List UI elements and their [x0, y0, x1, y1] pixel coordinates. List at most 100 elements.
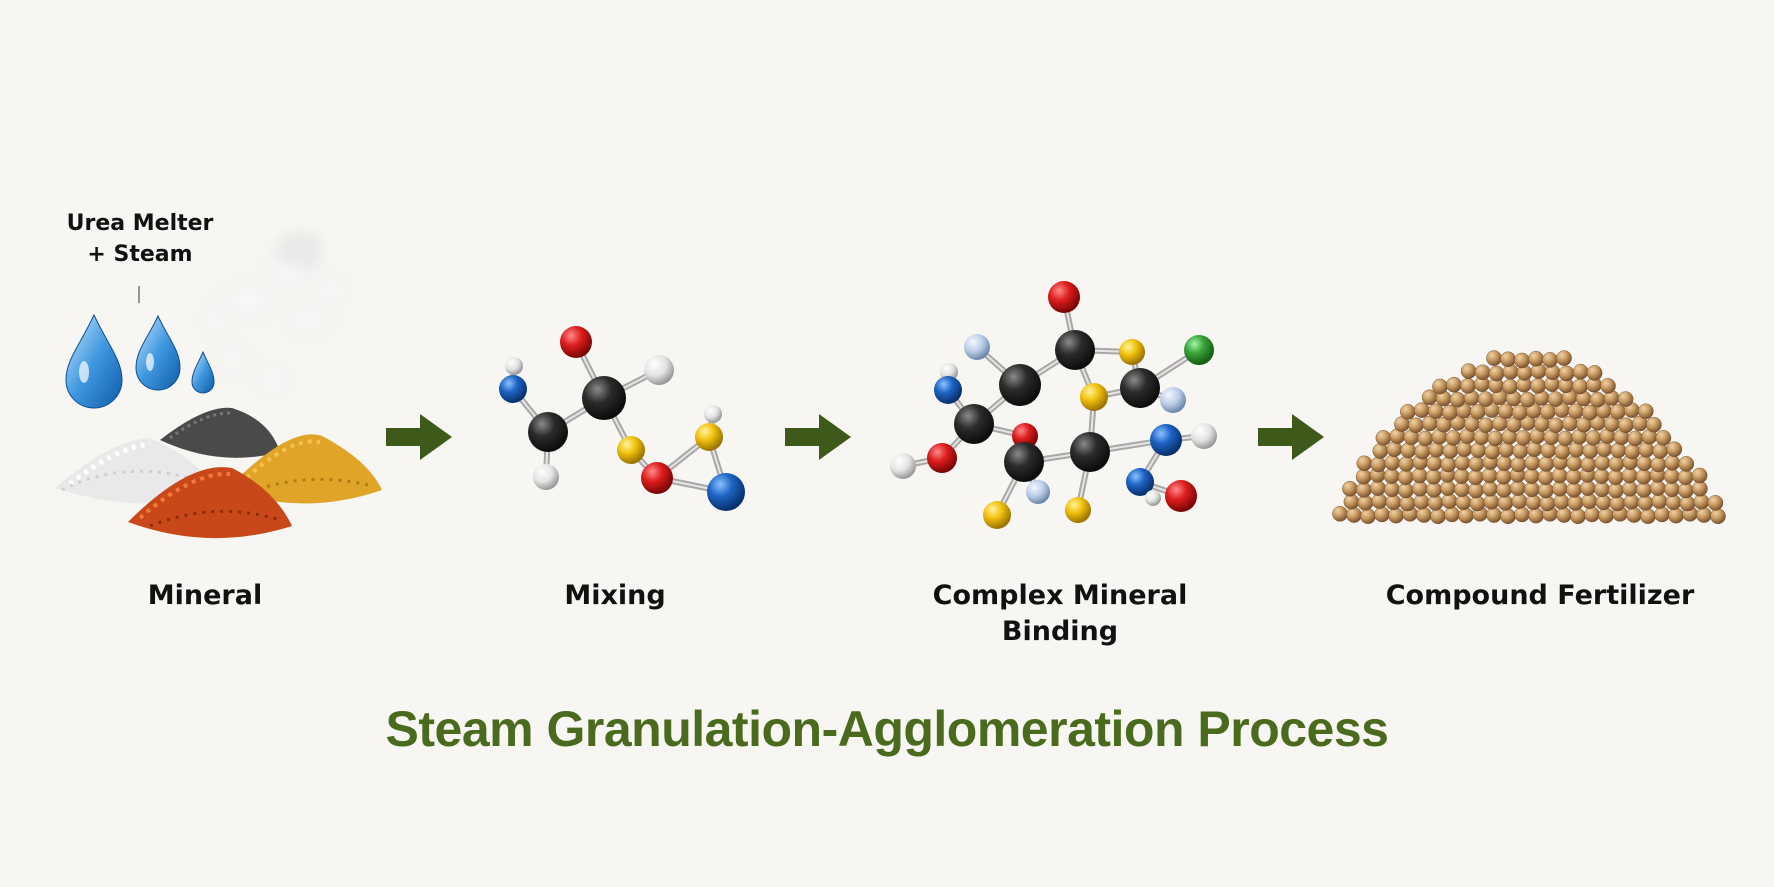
granule — [1691, 467, 1708, 484]
granule — [1454, 454, 1471, 471]
granule — [1568, 441, 1585, 458]
granule — [1526, 441, 1543, 458]
granule — [1468, 482, 1484, 499]
sulfur-atom — [1065, 497, 1091, 523]
hydrogen-atom — [1191, 423, 1217, 449]
granule — [1398, 482, 1414, 499]
granule — [1442, 443, 1459, 459]
granule — [1528, 350, 1544, 367]
granule — [1596, 441, 1613, 458]
granule — [1430, 508, 1446, 525]
granule — [1481, 467, 1498, 484]
granule — [1356, 482, 1372, 498]
granule — [1356, 455, 1373, 472]
granule — [1548, 417, 1564, 434]
granule — [1636, 455, 1653, 472]
granule — [1710, 508, 1726, 525]
granule — [1399, 495, 1416, 512]
granule — [1346, 507, 1362, 523]
granule — [1500, 508, 1516, 525]
mineral-pile-icon — [55, 407, 382, 539]
granule — [1428, 441, 1445, 458]
granule — [1523, 468, 1540, 484]
stage-label-line1: Complex Mineral — [932, 580, 1188, 611]
granule — [1398, 456, 1415, 472]
nitrogen-atom — [499, 375, 527, 403]
oxygen-atom — [1165, 480, 1197, 512]
granule — [1400, 404, 1416, 420]
diagram-title: Steam Granulation-Agglomeration Process — [385, 701, 1389, 757]
granule — [1608, 456, 1625, 472]
stage-label-compound-fertilizer: Compound Fertilizer — [1385, 580, 1695, 611]
granule — [1375, 430, 1392, 446]
granule — [1580, 480, 1596, 496]
granule — [1530, 378, 1546, 394]
granule — [1652, 443, 1669, 459]
granule — [1357, 495, 1374, 511]
carbon-atom — [528, 412, 568, 452]
granule — [1486, 350, 1502, 366]
hydrogen-atom — [704, 405, 722, 423]
granule — [1441, 493, 1458, 509]
sulfur-atom — [695, 423, 723, 451]
stage-label-line2: Binding — [1001, 616, 1119, 647]
granule — [1622, 480, 1638, 497]
granule — [1482, 480, 1498, 497]
carbon-atom — [954, 404, 994, 444]
hydrogen-atom — [1160, 387, 1186, 413]
granule — [1483, 493, 1500, 510]
nitrogen-atom — [1126, 468, 1154, 496]
granule — [1511, 493, 1528, 509]
granule — [1637, 495, 1654, 511]
granule — [1650, 456, 1667, 473]
oxygen-atom — [560, 326, 592, 358]
granule — [1567, 495, 1584, 511]
granule — [1502, 378, 1518, 395]
granule — [1524, 481, 1540, 498]
granule — [1693, 493, 1710, 510]
granule — [1400, 442, 1417, 459]
granule — [1519, 391, 1536, 408]
granule — [1440, 480, 1456, 496]
granule — [1510, 456, 1527, 473]
hydrogen-atom — [964, 334, 990, 360]
sulfur-atom — [1119, 339, 1145, 365]
granule — [1600, 378, 1616, 394]
granule — [1442, 404, 1458, 421]
carbon-atom — [1055, 330, 1095, 370]
granule — [1355, 468, 1372, 485]
granule — [1638, 403, 1654, 420]
granule — [1678, 482, 1694, 499]
granule — [1477, 391, 1494, 407]
granule — [1594, 454, 1611, 471]
chlorine-atom — [1184, 335, 1214, 365]
granule — [1384, 481, 1400, 498]
carbon-atom — [1070, 432, 1110, 472]
granule — [1593, 468, 1610, 484]
arrow-right-icon — [785, 414, 851, 460]
stage-label-mixing: Mixing — [564, 580, 666, 611]
granule — [1539, 495, 1556, 512]
water-drop-icon — [65, 313, 215, 409]
granule — [1572, 378, 1588, 395]
granule — [1618, 417, 1634, 434]
granule — [1469, 495, 1486, 512]
nitrogen-atom — [934, 376, 962, 404]
granule — [1428, 403, 1444, 420]
granule — [1692, 480, 1708, 497]
hydrogen-atom — [1145, 490, 1161, 506]
molecule-icon — [499, 326, 745, 511]
granule — [1432, 378, 1448, 395]
oxygen-atom — [927, 443, 957, 473]
granule — [1370, 480, 1386, 496]
granule — [1371, 493, 1388, 509]
granule — [1635, 468, 1652, 485]
granule — [1554, 443, 1571, 460]
granule — [1528, 507, 1544, 524]
granule — [1566, 482, 1582, 498]
granule — [1655, 430, 1672, 446]
granule — [1610, 442, 1627, 459]
granule — [1666, 441, 1683, 458]
granule — [1515, 430, 1532, 446]
